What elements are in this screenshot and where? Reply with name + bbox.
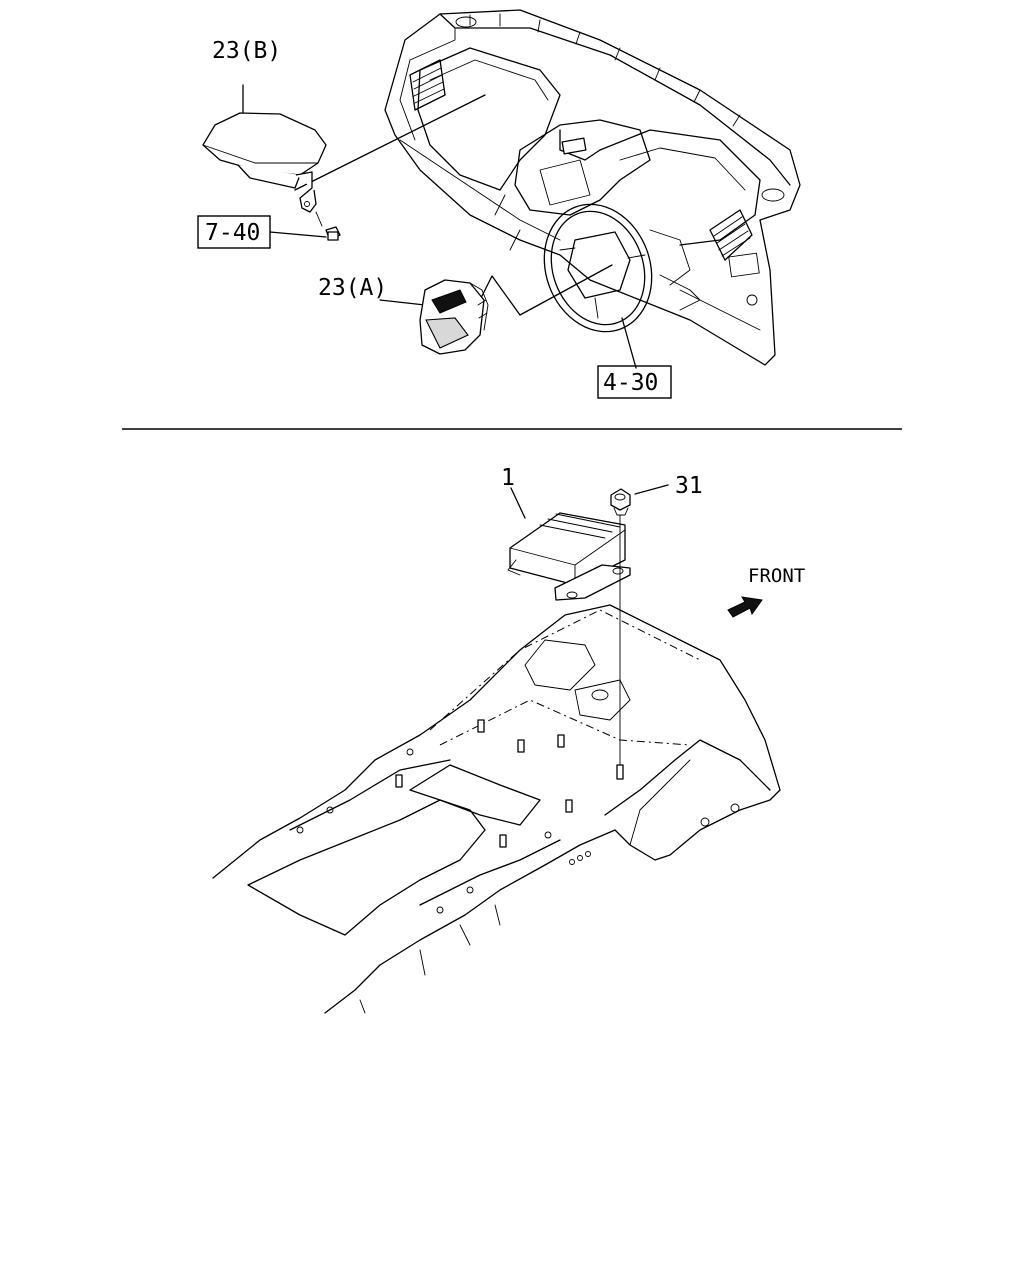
driver-airbag-module — [419, 279, 489, 355]
steering-wheel — [543, 203, 691, 333]
ref-box-7-40: 7-40 — [197, 215, 271, 249]
upper-leader-lines — [242, 84, 637, 369]
callout-23a: 23(A) — [318, 275, 387, 301]
ref-label-4-30: 4-30 — [603, 370, 658, 396]
floor-panel-view: FRONT 1 31 — [212, 465, 805, 1014]
front-label: FRONT — [748, 565, 805, 587]
front-arrow-icon — [727, 596, 763, 618]
right-air-vent — [709, 209, 753, 261]
ref-label-7-40: 7-40 — [205, 220, 260, 246]
floor-studs — [395, 719, 624, 848]
callout-1: 1 — [501, 465, 515, 491]
callout-23b: 23(B) — [212, 38, 281, 64]
lower-leader-lines — [510, 484, 669, 766]
airbag-sensor-unit — [507, 512, 631, 601]
instrument-panel-view: 23(B) 7-40 23(A) 4-30 — [197, 9, 801, 399]
callout-31: 31 — [675, 473, 703, 499]
left-air-vent — [409, 59, 446, 111]
ref-box-4-30: 4-30 — [597, 365, 672, 399]
floor-holes — [296, 748, 591, 914]
floor-pan — [212, 604, 781, 1014]
front-direction-indicator: FRONT — [727, 565, 805, 618]
dashboard-assembly — [384, 9, 801, 366]
mounting-bolt — [315, 211, 341, 241]
mounting-nut — [610, 488, 631, 516]
passenger-airbag-module — [202, 112, 341, 241]
